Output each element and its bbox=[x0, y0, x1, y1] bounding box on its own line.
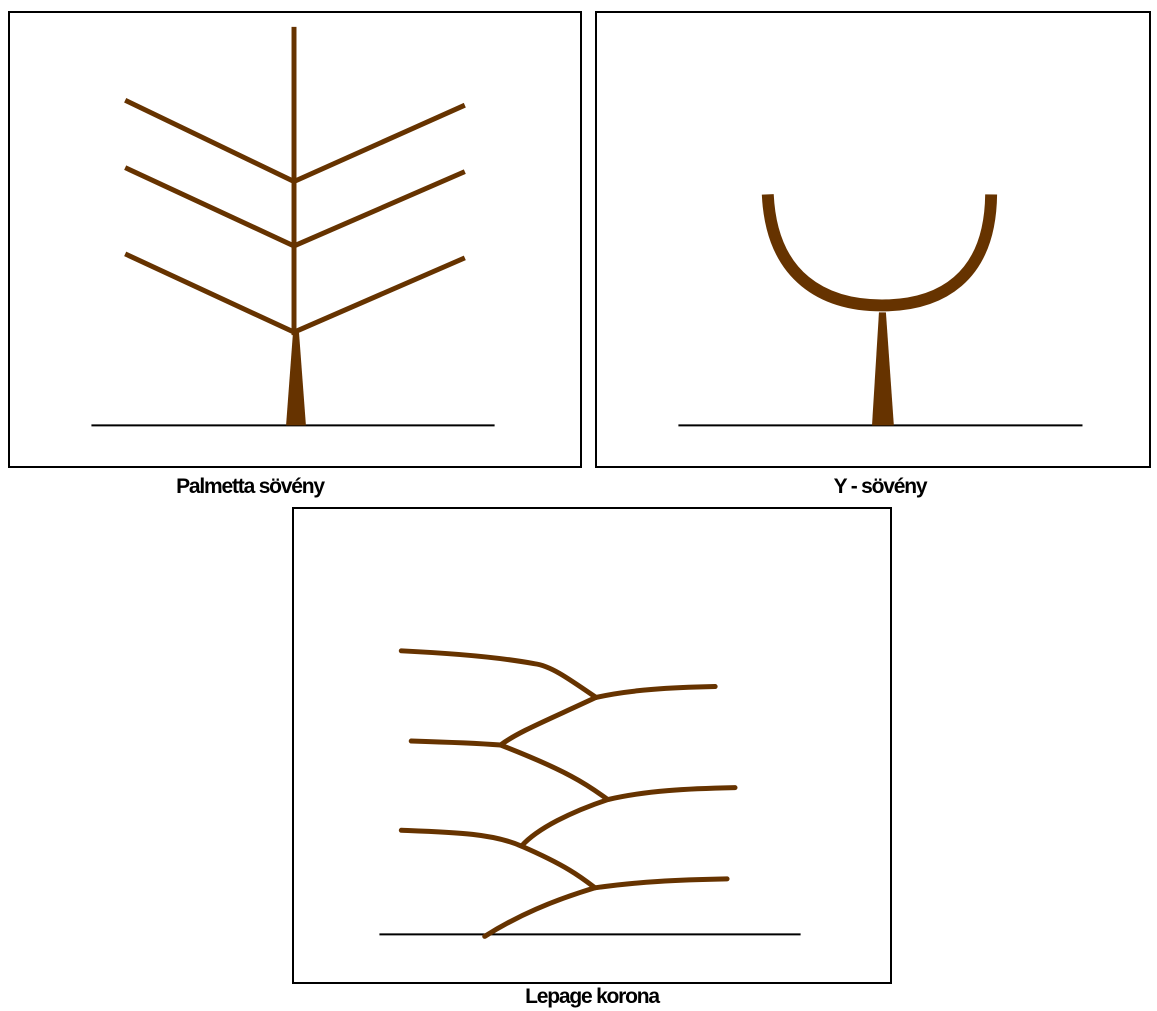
arm-top-right bbox=[596, 686, 715, 697]
y-hedge-tree-drawing bbox=[597, 13, 1149, 466]
branch-upper-right bbox=[294, 105, 465, 181]
branch-middle-left bbox=[125, 168, 294, 246]
palmetta-diagram-panel bbox=[8, 11, 582, 468]
branch-lower-right bbox=[294, 258, 465, 332]
lepage-caption: Lepage korona bbox=[442, 985, 742, 1009]
arm-bottom-right bbox=[595, 879, 727, 888]
arm-top-left bbox=[401, 651, 596, 698]
lepage-tree-drawing bbox=[294, 509, 890, 982]
trunk bbox=[872, 312, 894, 425]
y-hedge-caption: Y - sövény bbox=[730, 475, 1030, 499]
y-arms-curve bbox=[768, 194, 991, 305]
lepage-diagram-panel bbox=[292, 507, 892, 984]
arm-bottom-left bbox=[401, 830, 521, 846]
trunk bbox=[286, 332, 306, 425]
arm-middle-left bbox=[411, 741, 500, 745]
palmetta-caption: Palmetta sövény bbox=[100, 475, 400, 499]
branch-upper-left bbox=[125, 100, 294, 181]
branch-lower-left bbox=[125, 254, 294, 332]
y-hedge-diagram-panel bbox=[595, 11, 1151, 468]
palmetta-tree-drawing bbox=[10, 13, 580, 466]
branch-middle-right bbox=[294, 172, 465, 246]
zigzag-trunk bbox=[485, 697, 608, 936]
arm-middle-right bbox=[608, 788, 735, 800]
